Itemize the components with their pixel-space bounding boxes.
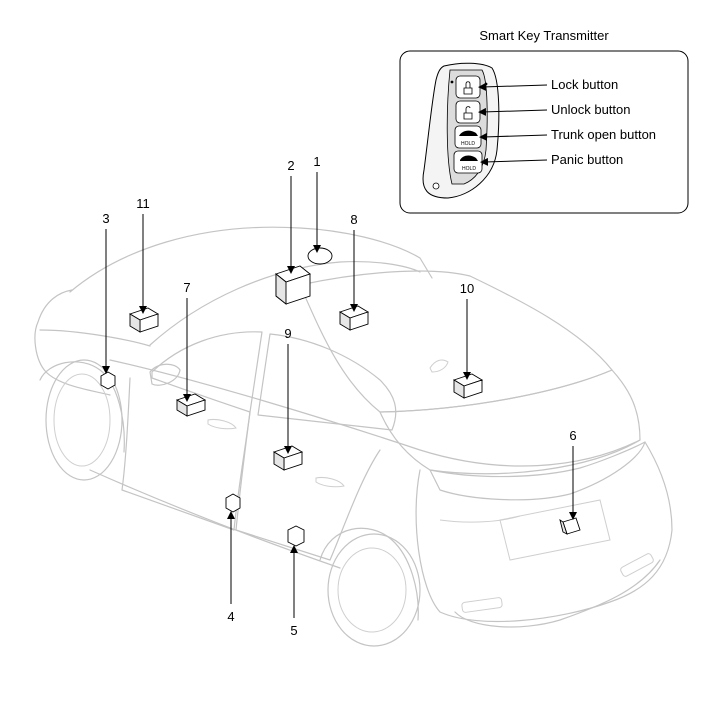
trunk-open-icon	[459, 130, 478, 136]
component-6: 6	[559, 428, 581, 535]
unlock-button[interactable]	[455, 100, 481, 124]
components: 1 2 3 11 7	[100, 154, 581, 638]
lock-icon	[463, 81, 473, 95]
component-2: 2	[275, 158, 311, 305]
component-4-module	[225, 493, 241, 513]
leader-trunk	[479, 132, 548, 141]
key-fob-ring-hole	[432, 182, 440, 190]
component-2-number: 2	[287, 158, 294, 173]
component-1-number: 1	[313, 154, 320, 169]
car-rear-wheel-inner	[337, 547, 407, 633]
car-side-mirror	[149, 363, 181, 386]
component-3: 3	[100, 211, 116, 390]
car-rear-window	[257, 333, 397, 431]
component-6-number: 6	[569, 428, 576, 443]
car-antenna	[429, 359, 449, 373]
component-7-side	[176, 399, 188, 417]
component-7-number: 7	[183, 280, 190, 295]
component-8-number: 8	[350, 212, 357, 227]
car-roof-outline	[69, 226, 433, 293]
unlock-button-label: Unlock button	[551, 102, 631, 117]
car-cowl	[39, 329, 151, 347]
component-4: 4	[225, 493, 241, 624]
component-9-side	[273, 451, 285, 471]
component-5-module	[287, 525, 305, 547]
car-front-wheel	[45, 359, 123, 481]
smart-key-inset: Smart Key Transmitter HOLD HOLD Lock but…	[399, 28, 689, 214]
inset-title: Smart Key Transmitter	[479, 28, 609, 43]
component-7: 7	[175, 280, 207, 417]
component-10-side	[453, 379, 465, 399]
component-9-number: 9	[284, 326, 291, 341]
car-outline	[34, 226, 673, 647]
car-rear-bumper	[415, 441, 673, 623]
lock-button[interactable]	[455, 75, 481, 99]
component-11: 11	[128, 196, 160, 333]
lock-button-label: Lock button	[551, 77, 618, 92]
car-rear-wheel	[327, 533, 421, 647]
car-plate-recess	[499, 499, 611, 561]
car-front-window	[151, 331, 263, 413]
car-hood	[37, 289, 73, 323]
car-front-wheel-arch	[39, 361, 125, 453]
leader-unlock	[478, 107, 548, 116]
car-front-wheel-inner	[53, 373, 111, 467]
component-5-number: 5	[290, 623, 297, 638]
component-2-side	[275, 273, 287, 305]
fob-indicator-dot-2	[484, 82, 488, 86]
component-8-side	[339, 311, 351, 331]
car-tail-light-inner	[439, 515, 521, 523]
component-8: 8	[338, 212, 370, 331]
component-11-side	[129, 313, 141, 333]
component-1-module	[307, 247, 333, 265]
car-exhaust-left	[461, 597, 503, 613]
panic-button-label: Panic button	[551, 152, 623, 167]
leader-panic	[480, 157, 548, 166]
leader-lock	[478, 82, 548, 91]
unlock-icon	[463, 106, 473, 120]
component-11-number: 11	[136, 196, 150, 211]
car-front-door-handle	[207, 419, 237, 430]
trunk-open-button-label: Trunk open button	[551, 127, 656, 142]
car-rear-door	[235, 411, 381, 561]
car-rear-wheel-arch	[319, 527, 419, 621]
car-front-fascia	[34, 321, 111, 396]
fob-indicator-dot	[450, 80, 454, 84]
component-4-number: 4	[227, 609, 234, 624]
component-5: 5	[287, 525, 305, 638]
panic-hold-text: HOLD	[462, 166, 476, 172]
car-rocker	[89, 469, 341, 569]
car-trunk-lid	[379, 369, 641, 475]
component-3-module	[100, 371, 116, 390]
component-6-side	[559, 518, 568, 535]
component-10-number: 10	[460, 281, 474, 296]
component-1: 1	[307, 154, 333, 265]
panic-icon	[460, 155, 478, 161]
inset-frame	[399, 50, 689, 214]
car-exhaust-right	[620, 553, 654, 577]
component-9: 9	[272, 326, 304, 471]
car-rear-diffuser	[454, 559, 661, 628]
car-rear-door-handle	[315, 477, 345, 488]
component-10: 10	[452, 281, 484, 399]
trunk-hold-text: HOLD	[461, 141, 475, 147]
car-belt-line	[109, 359, 641, 467]
car-roof-inner	[149, 261, 421, 346]
component-3-number: 3	[102, 211, 109, 226]
